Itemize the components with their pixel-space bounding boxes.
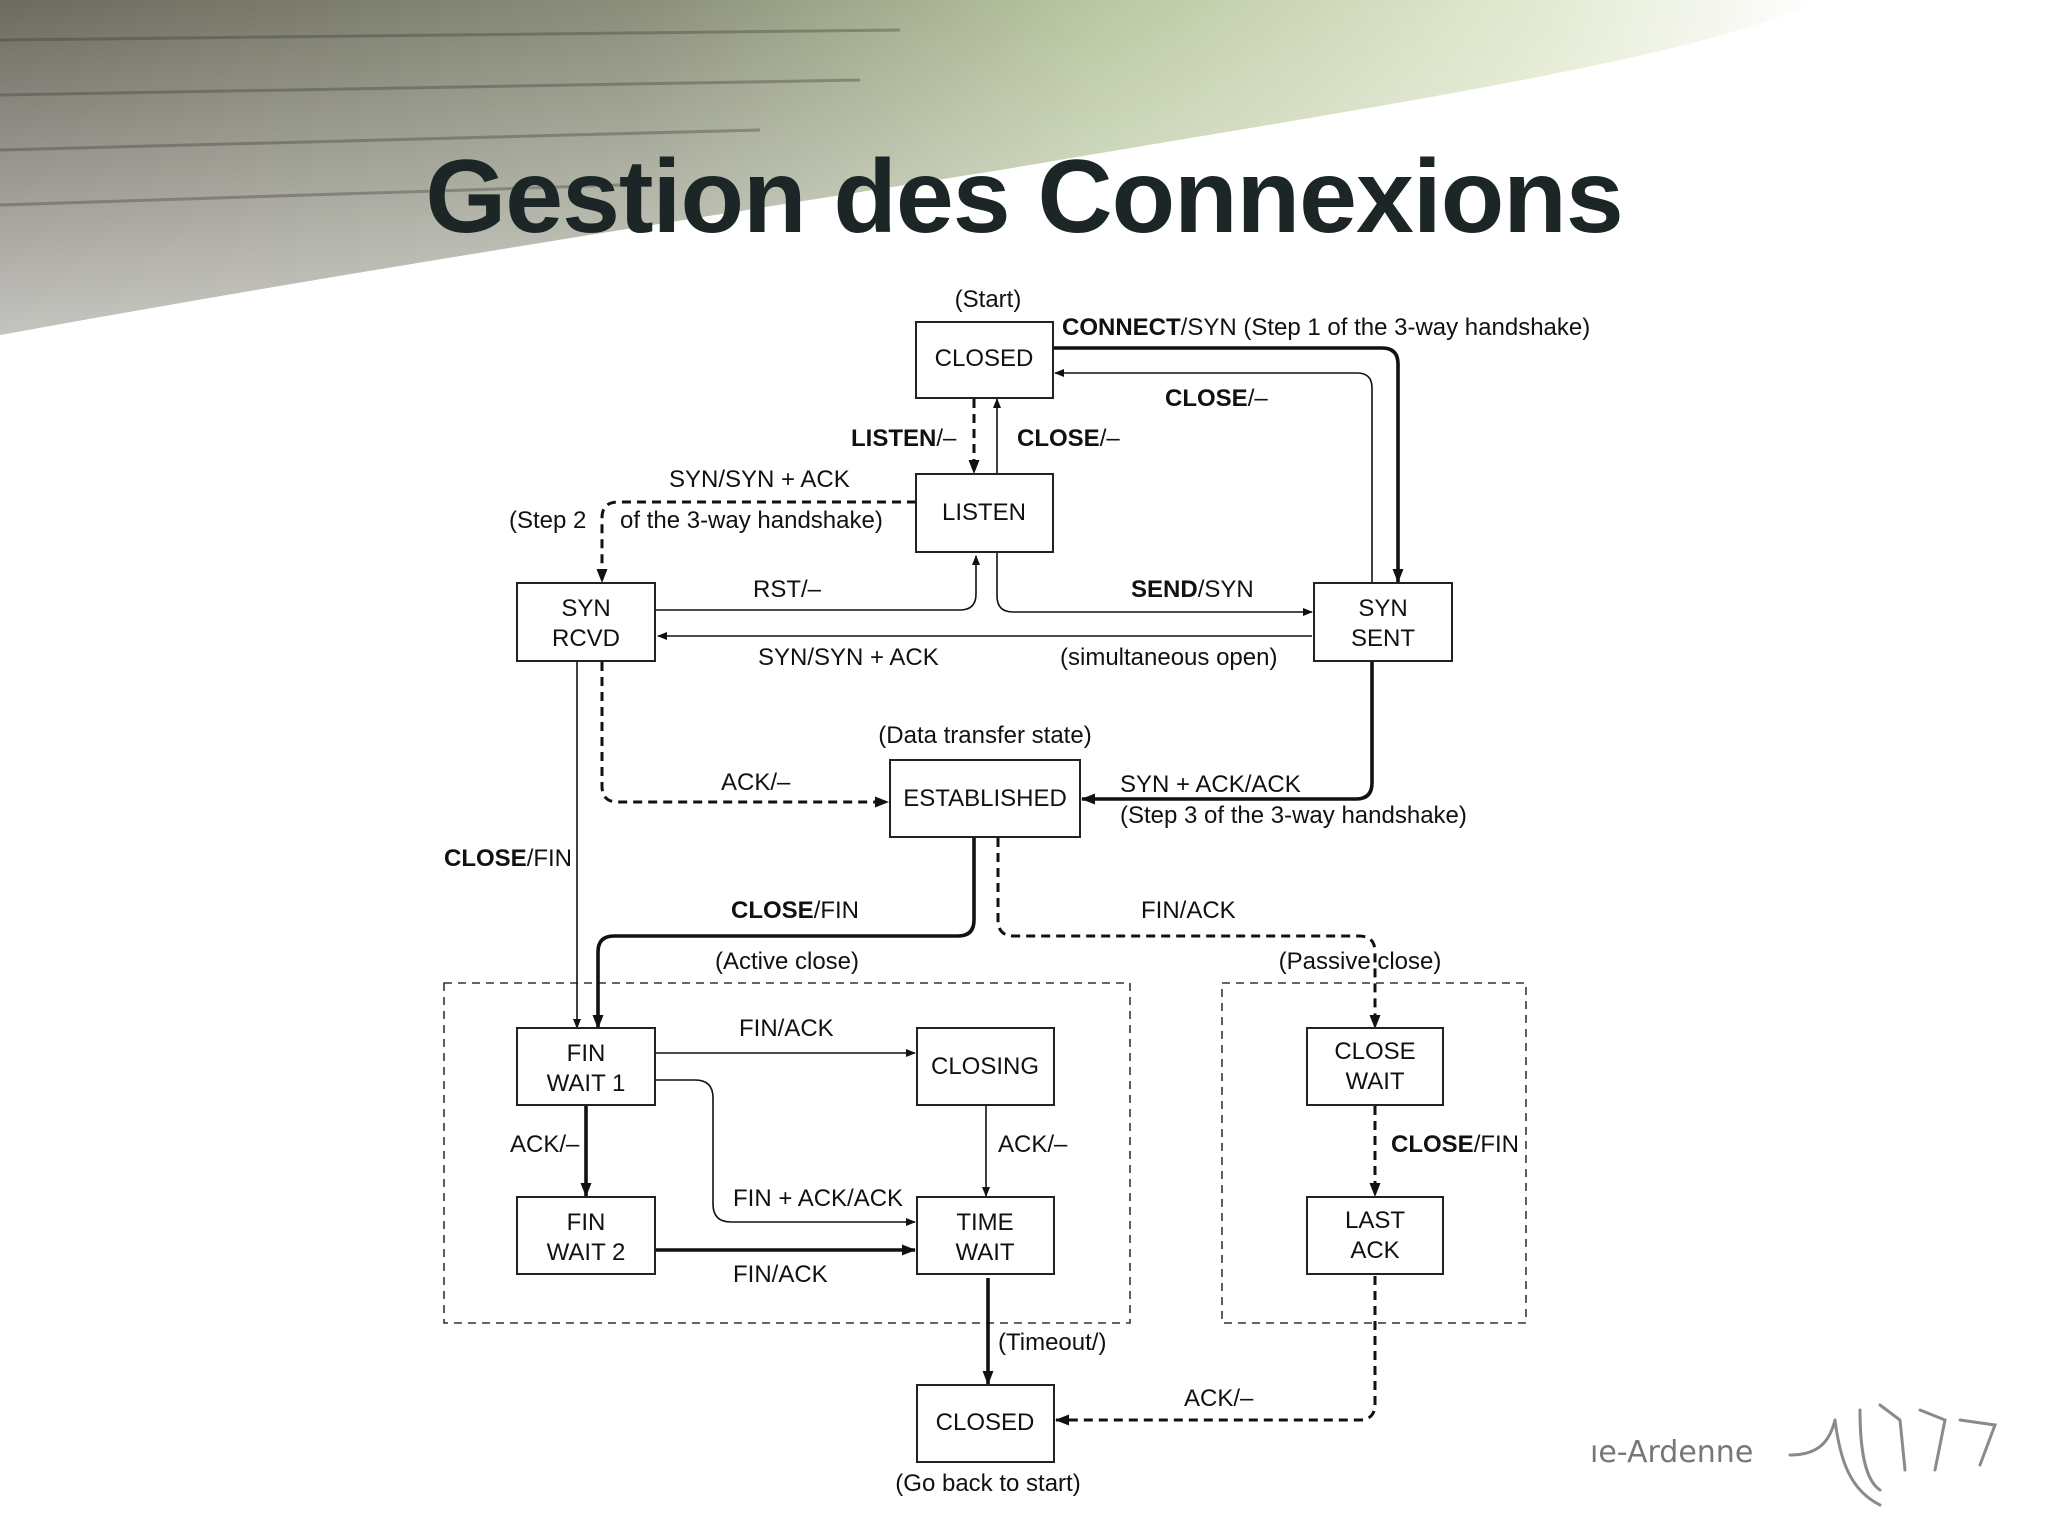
university-logo: ıe-Ardenne: [1590, 1403, 1998, 1507]
state-label: CLOSED: [935, 345, 1034, 372]
state-label: SYN: [561, 595, 610, 622]
state-label: FIN: [567, 1040, 606, 1067]
active-close-region: [443, 982, 1131, 1324]
arrow-connect: [1054, 346, 1404, 583]
state-label: ACK: [1350, 1237, 1399, 1264]
state-label: SYN: [1358, 595, 1407, 622]
state-label: WAIT 1: [547, 1070, 626, 1097]
state-time-wait: TIME WAIT: [916, 1196, 1055, 1275]
label-close-fin-cw: CLOSE/FIN: [1391, 1131, 1519, 1158]
state-established: ESTABLISHED: [889, 759, 1081, 838]
label-fin-ack-closing: FIN/ACK: [739, 1015, 834, 1042]
state-listen: LISTEN: [915, 473, 1054, 553]
label-step2-b: of the 3-way handshake): [620, 507, 883, 534]
slide-title: Gestion des Connexions: [425, 139, 1623, 255]
arrow-close-fin-est: [592, 838, 976, 1029]
arrow-synack-ack: [1081, 662, 1374, 805]
state-syn-rcvd: SYN RCVD: [516, 582, 656, 662]
annotation-start: (Start): [955, 286, 1022, 313]
label-synsynack: SYN/SYN + ACK: [669, 466, 850, 493]
label-listen: LISTEN/–: [851, 425, 957, 452]
state-label: CLOSED: [936, 1409, 1035, 1436]
state-label: FIN: [567, 1209, 606, 1236]
banner-lighten: [0, 0, 1820, 335]
arrow-fin-ack-passive: [996, 838, 1381, 1029]
state-label: LISTEN: [942, 499, 1026, 526]
arrow-synsynack-listen: [596, 500, 916, 583]
annotation-passive-close: (Passive close): [1279, 948, 1442, 975]
arrow-fin-ack-ack: [656, 1079, 916, 1226]
state-label: ESTABLISHED: [903, 785, 1067, 812]
annotation-data-transfer: (Data transfer state): [878, 722, 1091, 749]
annotation-active-close: (Active close): [715, 948, 859, 975]
state-syn-sent: SYN SENT: [1313, 582, 1453, 662]
state-fin-wait-2: FIN WAIT 2: [516, 1196, 656, 1275]
annotation-go-back: (Go back to start): [895, 1470, 1080, 1497]
label-synack-line2: (Step 3 of the 3-way handshake): [1120, 802, 1467, 829]
state-label: CLOSING: [931, 1053, 1039, 1080]
state-closing: CLOSING: [916, 1027, 1055, 1106]
header-banner: [0, 0, 1820, 335]
label-send: SEND/SYN: [1131, 576, 1254, 603]
arrow-send: [996, 553, 1313, 616]
label-close-listen: CLOSE/–: [1017, 425, 1120, 452]
label-synsynack-sim: SYN/SYN + ACK: [758, 644, 939, 671]
state-label: LAST: [1345, 1207, 1405, 1234]
state-label: CLOSE: [1334, 1038, 1415, 1065]
state-label: TIME: [956, 1209, 1013, 1236]
label-rst: RST/–: [753, 576, 822, 603]
state-label: RCVD: [552, 625, 620, 652]
label-close-synsent: CLOSE/–: [1165, 385, 1268, 412]
label-ack-fw1: ACK/–: [510, 1131, 580, 1158]
state-label: WAIT 2: [547, 1239, 626, 1266]
state-last-ack: LAST ACK: [1306, 1196, 1444, 1275]
arrow-close-synsent: [1054, 369, 1373, 582]
state-fin-wait-1: FIN WAIT 1: [516, 1027, 656, 1106]
arrow-ack-est: [600, 662, 889, 808]
logo-text: ıe-Ardenne: [1590, 1435, 1753, 1470]
label-close-fin-est: CLOSE/FIN: [731, 897, 859, 924]
lecture-hall-rows: [0, 28, 901, 207]
state-label: WAIT: [955, 1239, 1014, 1266]
label-step2-a: (Step 2: [509, 507, 586, 534]
arrow-rst: [656, 555, 980, 611]
label-synack-line1: SYN + ACK/ACK: [1120, 771, 1301, 798]
label-close-fin-rcvd: CLOSE/FIN: [444, 845, 572, 872]
label-fin-ack-passive: FIN/ACK: [1141, 897, 1236, 924]
state-label: SENT: [1351, 625, 1415, 652]
label-ack-closing: ACK/–: [998, 1131, 1068, 1158]
transition-arrows: [573, 346, 1404, 1426]
logo-mark: [1788, 1403, 1998, 1507]
label-timeout: (Timeout/): [998, 1329, 1106, 1356]
label-simultaneous: (simultaneous open): [1060, 644, 1277, 671]
state-closed-top: CLOSED: [915, 321, 1054, 399]
label-ack-last: ACK/–: [1184, 1385, 1254, 1412]
label-ack-est: ACK/–: [721, 769, 791, 796]
label-fin-ack-ack: FIN + ACK/ACK: [733, 1185, 903, 1212]
state-closed-bottom: CLOSED: [916, 1384, 1055, 1463]
arrow-ack-last: [1055, 1276, 1377, 1426]
label-connect: CONNECT/SYN (Step 1 of the 3-way handsha…: [1062, 314, 1590, 341]
label-fin-ack-fw2: FIN/ACK: [733, 1261, 828, 1288]
state-close-wait: CLOSE WAIT: [1306, 1027, 1444, 1106]
state-label: WAIT: [1345, 1068, 1404, 1095]
